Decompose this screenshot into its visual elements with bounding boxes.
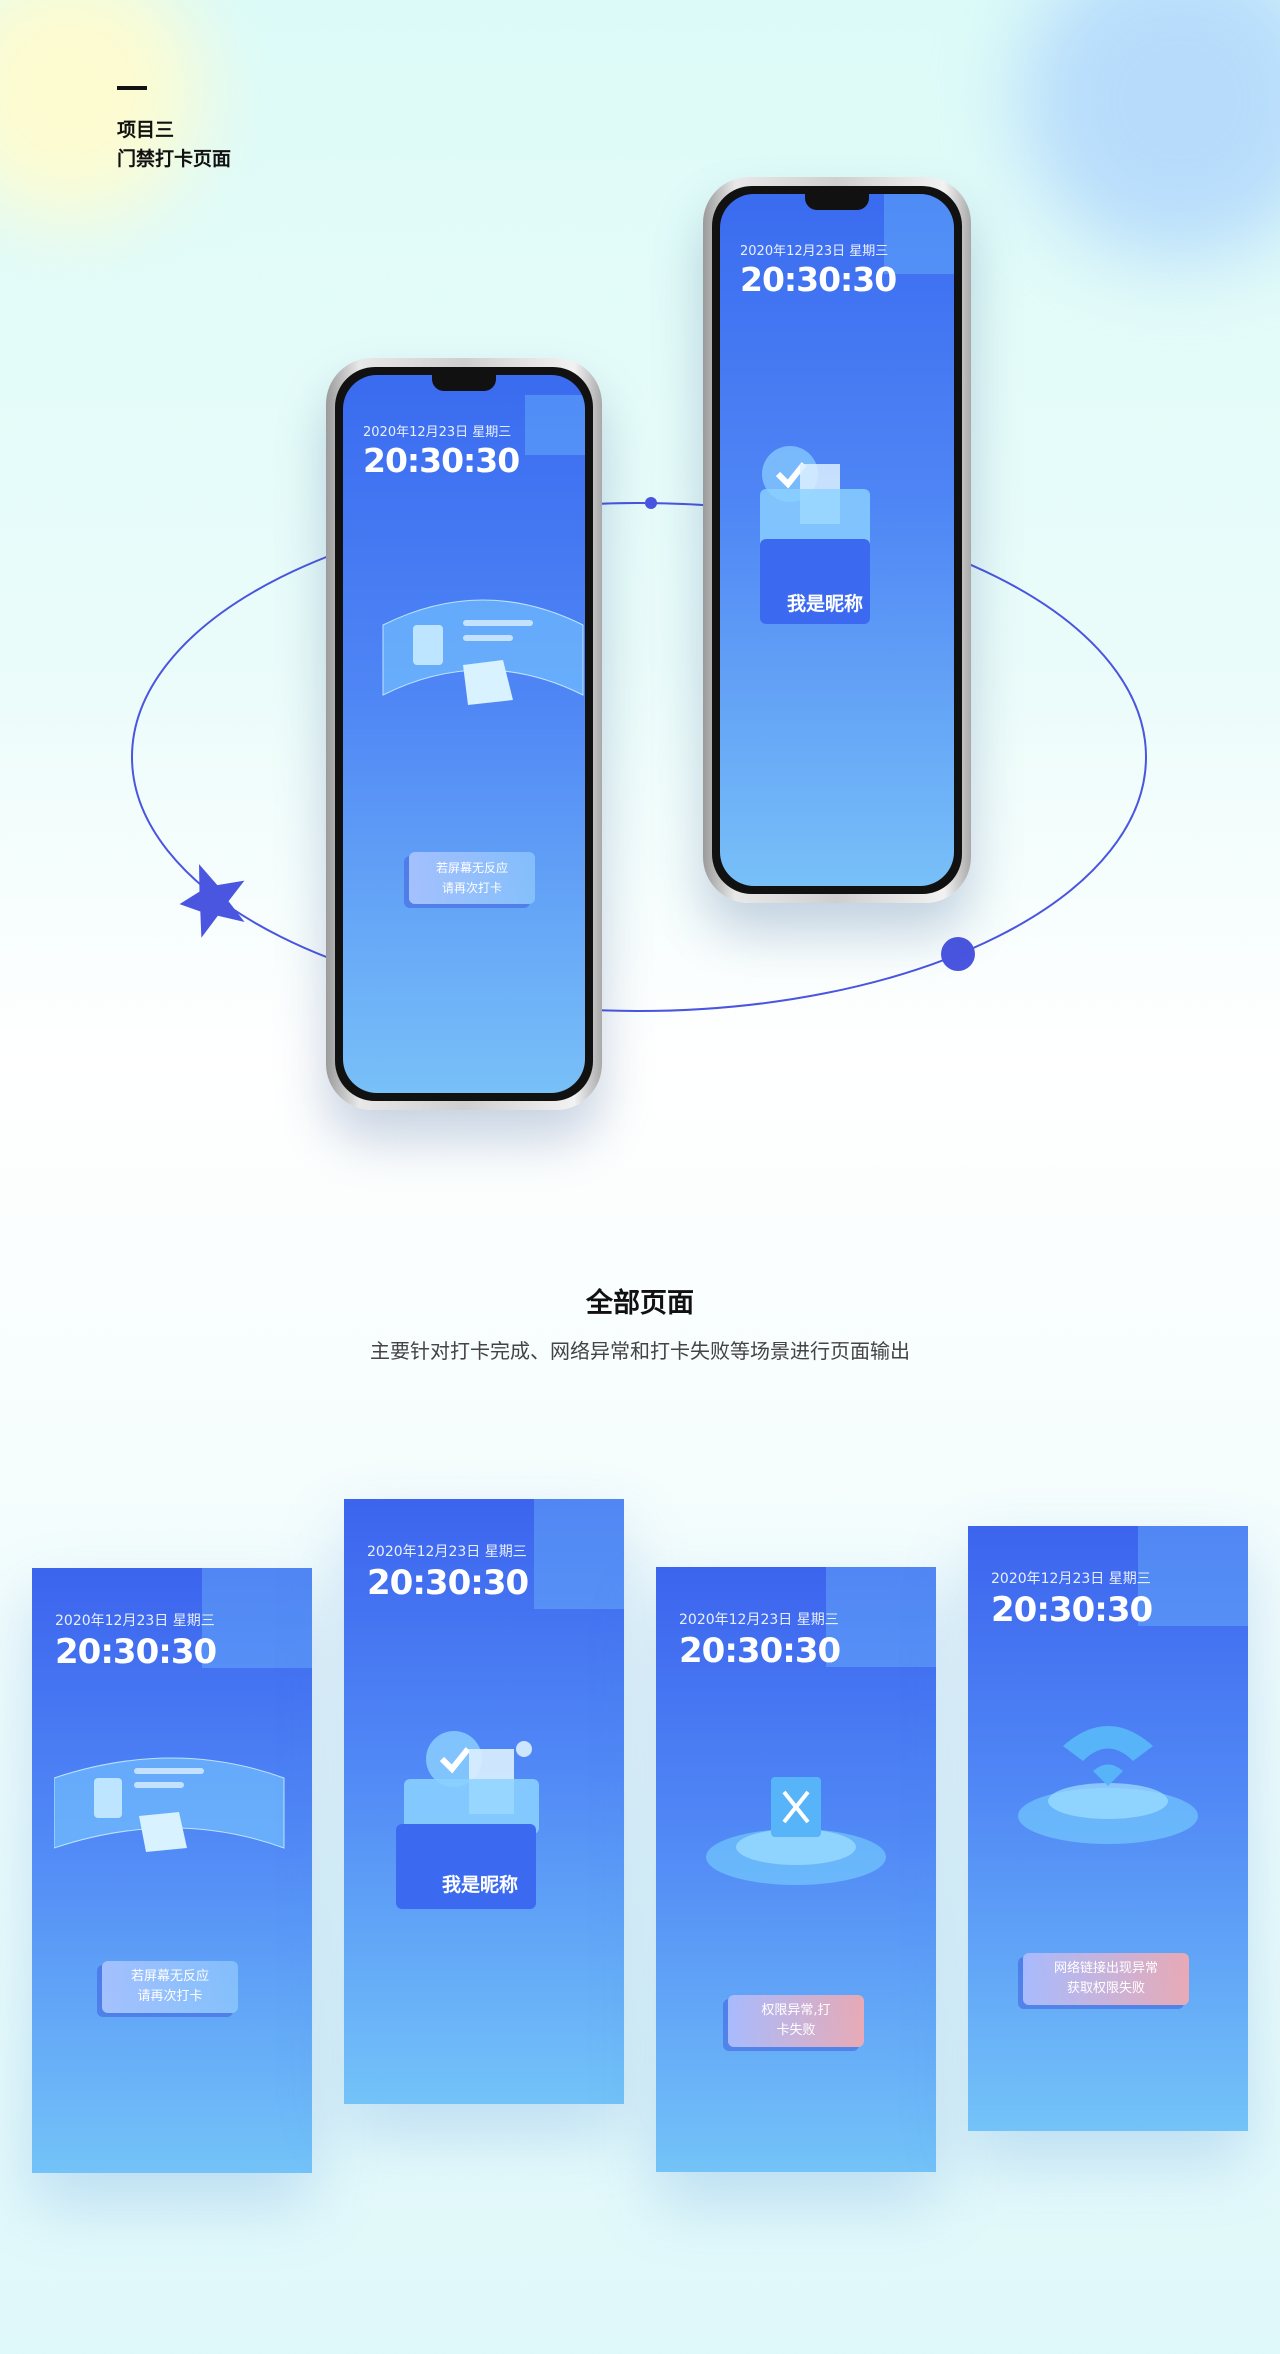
screen-time: 20:30:30 [679, 1631, 841, 1671]
screen-time: 20:30:30 [740, 260, 897, 299]
orbit-ring [131, 497, 1147, 1012]
screen-decoration [884, 194, 954, 274]
project-number: 项目三 [117, 119, 175, 141]
wifi-icon [1063, 1726, 1153, 1761]
screen-date: 2020年12月23日 星期三 [740, 244, 889, 259]
screen-time: 20:30:30 [363, 441, 520, 480]
screen-time: 20:30:30 [55, 1632, 217, 1672]
phone-notch [805, 194, 869, 210]
screen-card-permission-error: 2020年12月23日 星期三 20:30:30 权限异常,打 卡失败 [656, 1567, 936, 2172]
checkin-success-illustration [396, 1731, 539, 1909]
error-bubble: 网络链接出现异常 获取权限失败 [1023, 1953, 1189, 2005]
card-reader-illustration [54, 1757, 285, 1852]
screen-card-no-response: 2020年12月23日 星期三 20:30:30 若屏幕无反应 请再次打卡 [32, 1568, 312, 2173]
error-bubble: 权限异常,打 卡失败 [728, 1995, 864, 2047]
wifi-error-illustration [1018, 1726, 1198, 1844]
card-reader-illustration [382, 599, 584, 705]
screen-card-success: 2020年12月23日 星期三 20:30:30 我是昵称 [344, 1499, 624, 2104]
orbit-dot-large [941, 937, 975, 971]
orbit-dot-small [645, 497, 657, 509]
screen-decoration [826, 1567, 936, 1667]
screen-date: 2020年12月23日 星期三 [55, 1613, 215, 1629]
phone-screen: 2020年12月23日 星期三 20:30:30 我是昵称 [720, 194, 954, 886]
header-bar [117, 86, 147, 90]
screen-time: 20:30:30 [367, 1563, 529, 1603]
orbit-ellipse [131, 502, 1147, 1012]
phone-mockup-left: 2020年12月23日 星期三 20:30:30 若屏幕无反应 请再次打卡 [326, 358, 602, 1110]
checkin-success-illustration [760, 446, 870, 624]
phone-notch [432, 375, 496, 391]
phone-screen: 2020年12月23日 星期三 20:30:30 若屏幕无反应 请再次打卡 [343, 375, 585, 1093]
nickname-label: 我是昵称 [787, 593, 864, 615]
retry-bubble: 若屏幕无反应 请再次打卡 [409, 852, 535, 904]
screen-time: 20:30:30 [991, 1590, 1153, 1630]
phone-mockup-right: 2020年12月23日 星期三 20:30:30 我是昵称 [703, 177, 971, 903]
screen-decoration [525, 395, 585, 455]
screen-date: 2020年12月23日 星期三 [991, 1571, 1151, 1587]
project-header: 项目三 门禁打卡页面 [117, 86, 231, 174]
section-title: 全部页面 [586, 1288, 694, 1319]
screen-date: 2020年12月23日 星期三 [679, 1612, 839, 1628]
screen-card-network-error: 2020年12月23日 星期三 20:30:30 网络链接出现异常 获取权限失败 [968, 1526, 1248, 2131]
screen-decoration [534, 1499, 624, 1609]
nickname-label: 我是昵称 [442, 1874, 519, 1896]
error-illustration [706, 1777, 886, 1885]
screen-decoration [1138, 1526, 1248, 1626]
section-subtitle: 主要针对打卡完成、网络异常和打卡失败等场景进行页面输出 [370, 1339, 910, 1363]
project-title: 门禁打卡页面 [117, 148, 232, 170]
star-icon [179, 864, 245, 938]
retry-bubble: 若屏幕无反应 请再次打卡 [102, 1961, 238, 2013]
screen-decoration [202, 1568, 312, 1668]
screen-date: 2020年12月23日 星期三 [363, 425, 512, 440]
screen-date: 2020年12月23日 星期三 [367, 1544, 527, 1560]
